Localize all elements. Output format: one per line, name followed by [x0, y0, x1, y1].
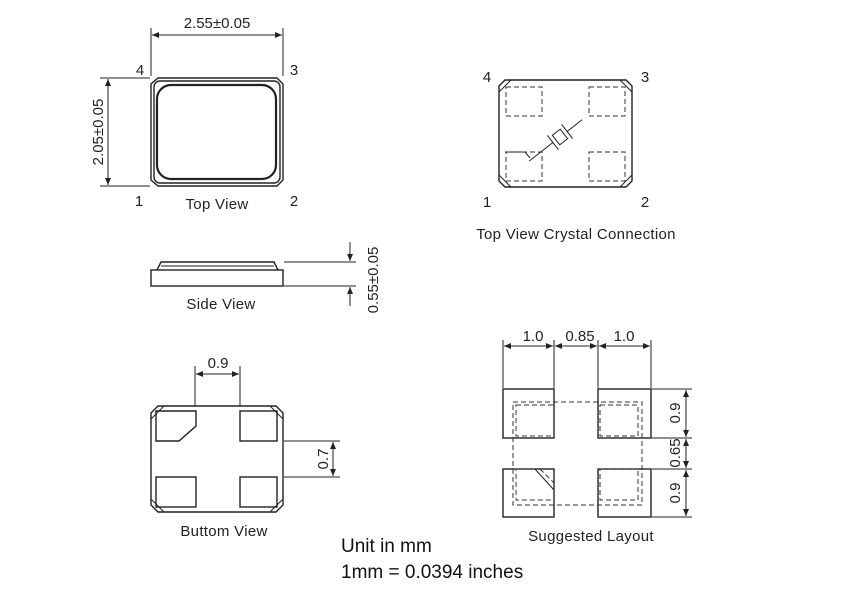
crystal-body: [551, 128, 569, 146]
side-view-base: [150, 269, 284, 287]
conversion-note: 1mm = 0.0394 inches: [341, 562, 523, 583]
top-view-package-outline: [150, 77, 284, 187]
bottom-view-pad-2: [239, 410, 278, 442]
top-view-pin-3: 3: [290, 62, 298, 79]
crystal-lead-right: [566, 119, 583, 132]
crystal-lead-to-pin1: [505, 151, 531, 159]
top-view-pin-1: 1: [135, 193, 143, 210]
bottom-view-caption: Buttom View: [180, 523, 267, 540]
layout-pkg-pad-tr: [599, 404, 639, 437]
side-view: 0.55±0.05 Side View: [150, 242, 382, 314]
bottom-view-corner-tl: [150, 405, 165, 420]
bottom-view-pad-4: [155, 476, 197, 508]
bottom-view-pad-3: [239, 476, 278, 508]
crystal-view-package-outline: [498, 79, 633, 188]
layout-pkg-pad-tl: [515, 404, 555, 437]
layout-pkg-pad-bl: [515, 468, 555, 501]
layout-land-tl: [502, 388, 555, 439]
crystal-view-corner-br: [619, 174, 633, 188]
layout-dim-top: 0.9: [667, 403, 684, 424]
layout-pin1-mark: [534, 468, 555, 491]
crystal-lead-left: [528, 142, 554, 162]
crystal-view-pad-4: [505, 86, 543, 117]
bottom-view-pad-height-dim: 0.7: [315, 449, 332, 470]
top-view-pin-4: 4: [136, 62, 144, 79]
bottom-view-corner-bl: [150, 498, 165, 513]
layout-package-outline: [512, 401, 643, 506]
layout-dim-gap: 0.85: [565, 328, 594, 345]
crystal-view-corner-bl: [498, 174, 512, 188]
top-view-package-inner: [153, 80, 281, 184]
bottom-view: 0.9 0.7 Buttom View: [150, 355, 340, 540]
layout-land-bl: [502, 468, 555, 518]
top-view-width-dim: 2.55±0.05: [184, 15, 251, 32]
crystal-view-pad-1: [505, 151, 543, 182]
side-view-thickness-dim: 0.55±0.05: [365, 247, 382, 314]
top-view: 2.55±0.05 2.05±0.05 4 3 1 2 Top View: [90, 15, 298, 213]
crystal-view-pin-3: 3: [641, 69, 649, 86]
layout-dim-right: 1.0: [614, 328, 635, 345]
crystal-view-pin-1: 1: [483, 194, 491, 211]
unit-note: Unit in mm: [341, 536, 432, 557]
top-view-height-dim: 2.05±0.05: [90, 99, 107, 166]
top-view-pin-2: 2: [290, 193, 298, 210]
crystal-connection-view: 4 3 1 2 Top View Crystal Connection: [476, 69, 676, 243]
crystal-view-pin-2: 2: [641, 194, 649, 211]
bottom-view-pad-1: [155, 410, 197, 442]
suggested-layout: 1.0 0.85 1.0 0.9 0.65 0.9 Suggested Layo…: [502, 328, 692, 545]
side-view-caption: Side View: [186, 296, 255, 313]
crystal-view-corner-tl: [498, 79, 512, 93]
layout-dim-bottom: 0.9: [667, 483, 684, 504]
crystal-view-pin-4: 4: [483, 69, 491, 86]
crystal-view-pad-2: [588, 151, 626, 182]
layout-land-br: [597, 468, 652, 518]
layout-land-tr: [597, 388, 652, 439]
top-view-caption: Top View: [186, 196, 249, 213]
bottom-view-pad-width-dim: 0.9: [208, 355, 229, 372]
layout-pkg-pad-br: [599, 468, 639, 501]
crystal-view-caption: Top View Crystal Connection: [476, 226, 676, 243]
layout-caption: Suggested Layout: [528, 528, 654, 545]
bottom-view-package-outline: [150, 405, 284, 513]
crystal-view-corner-tr: [619, 79, 633, 93]
top-view-lid: [155, 83, 278, 181]
crystal-view-pad-3: [588, 86, 626, 117]
crystal-symbol: [528, 119, 583, 162]
layout-dim-left: 1.0: [523, 328, 544, 345]
crystal-plate-left: [546, 135, 559, 150]
layout-dim-mid: 0.65: [667, 438, 684, 467]
side-view-lid: [156, 261, 279, 271]
